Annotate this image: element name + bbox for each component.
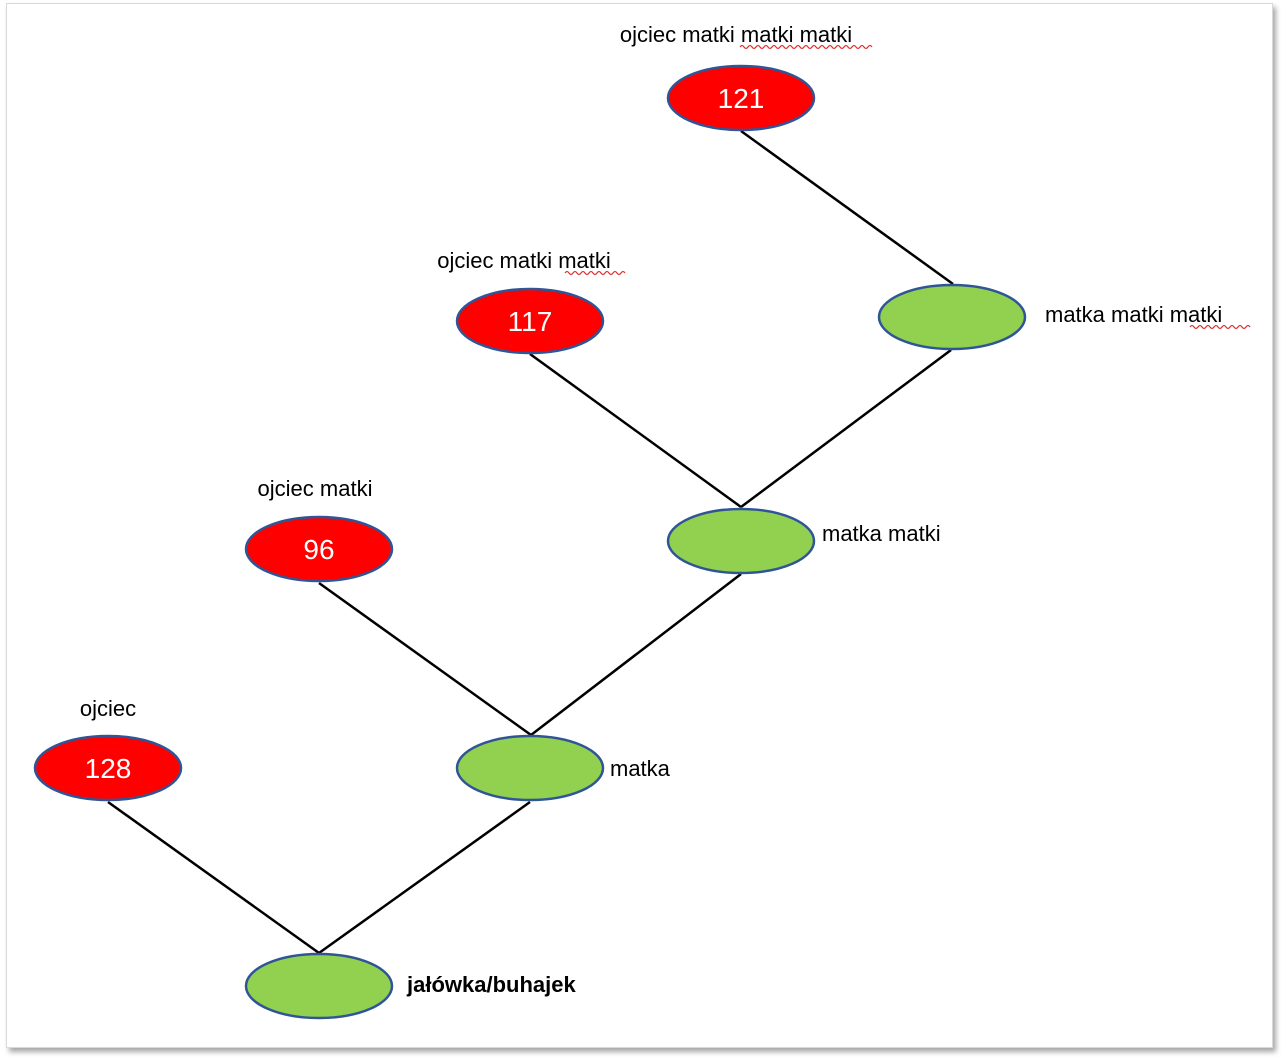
node-number: 128 <box>85 753 132 784</box>
label-matka: matka <box>610 756 671 781</box>
spellcheck-underlines <box>564 44 1251 330</box>
sire-node-ojciec-matki: 96 <box>244 515 394 583</box>
dam-node-matka <box>455 734 605 802</box>
label-matka-matki: matka matki <box>822 521 941 546</box>
label-ojciec-matki-matki: ojciec matki matki <box>437 248 611 273</box>
connectors <box>107 129 954 955</box>
sire-node-ojciec-matki-matki: 117 <box>455 287 605 355</box>
connector-matka-matki-matki-matka-matki <box>740 348 952 509</box>
node-number: 96 <box>303 534 334 565</box>
dam-node-matka-matki-matki <box>877 283 1027 351</box>
node-number: 121 <box>718 83 765 114</box>
connector-ojciec-matki-matki-matka-matki <box>529 352 742 509</box>
label-ojciec: ojciec <box>80 696 136 721</box>
label-jalowka-buhajek: jałówka/buhajek <box>406 972 576 997</box>
dam-node-matka-matki <box>666 507 816 575</box>
sire-node-ojciec-matki-matki-matki: 121 <box>666 64 816 132</box>
sire-node-ojciec: 128 <box>33 734 183 802</box>
connector-ojciec-jalowka <box>107 800 320 955</box>
connector-matka-jalowka <box>318 800 531 955</box>
label-ojciec-matki: ojciec matki <box>258 476 373 501</box>
connector-matka-matki-matka <box>530 573 742 736</box>
connector-ojciec-matki-matka <box>318 581 532 737</box>
node-number: 117 <box>508 306 553 337</box>
dam-node-jalowka <box>244 952 394 1020</box>
connector-ojciec-matki-matki-matki-matka-matki-matki <box>740 129 954 286</box>
label-ojciec-matki-matki-matki: ojciec matki matki matki <box>620 22 852 47</box>
label-matka-matki-matki: matka matki matki <box>1045 302 1222 327</box>
diagram-frame <box>6 3 1273 1048</box>
